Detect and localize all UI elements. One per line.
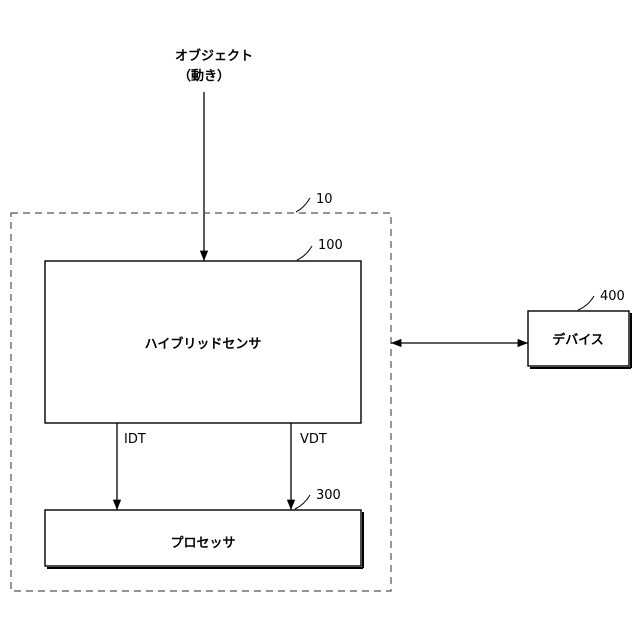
hybrid-sensor-ref-number: 100 bbox=[318, 238, 343, 253]
object-label: オブジェクト bbox=[175, 48, 253, 64]
system-ref-number: 10 bbox=[316, 192, 333, 207]
hybrid-sensor-label: ハイブリッドセンサ bbox=[145, 336, 262, 352]
processor-ref-number: 300 bbox=[316, 488, 341, 503]
hybrid-sensor-ref-leader bbox=[297, 246, 312, 260]
processor-label: プロセッサ bbox=[170, 536, 235, 551]
idt-label: IDT bbox=[124, 432, 146, 447]
motion-label: （動き） bbox=[178, 68, 230, 84]
device-ref-leader bbox=[578, 296, 594, 310]
processor-ref-leader bbox=[295, 495, 310, 509]
device-ref-number: 400 bbox=[600, 289, 625, 304]
system-ref-leader bbox=[296, 198, 310, 212]
vdt-label: VDT bbox=[300, 432, 327, 447]
device-label: デバイス bbox=[552, 332, 604, 348]
